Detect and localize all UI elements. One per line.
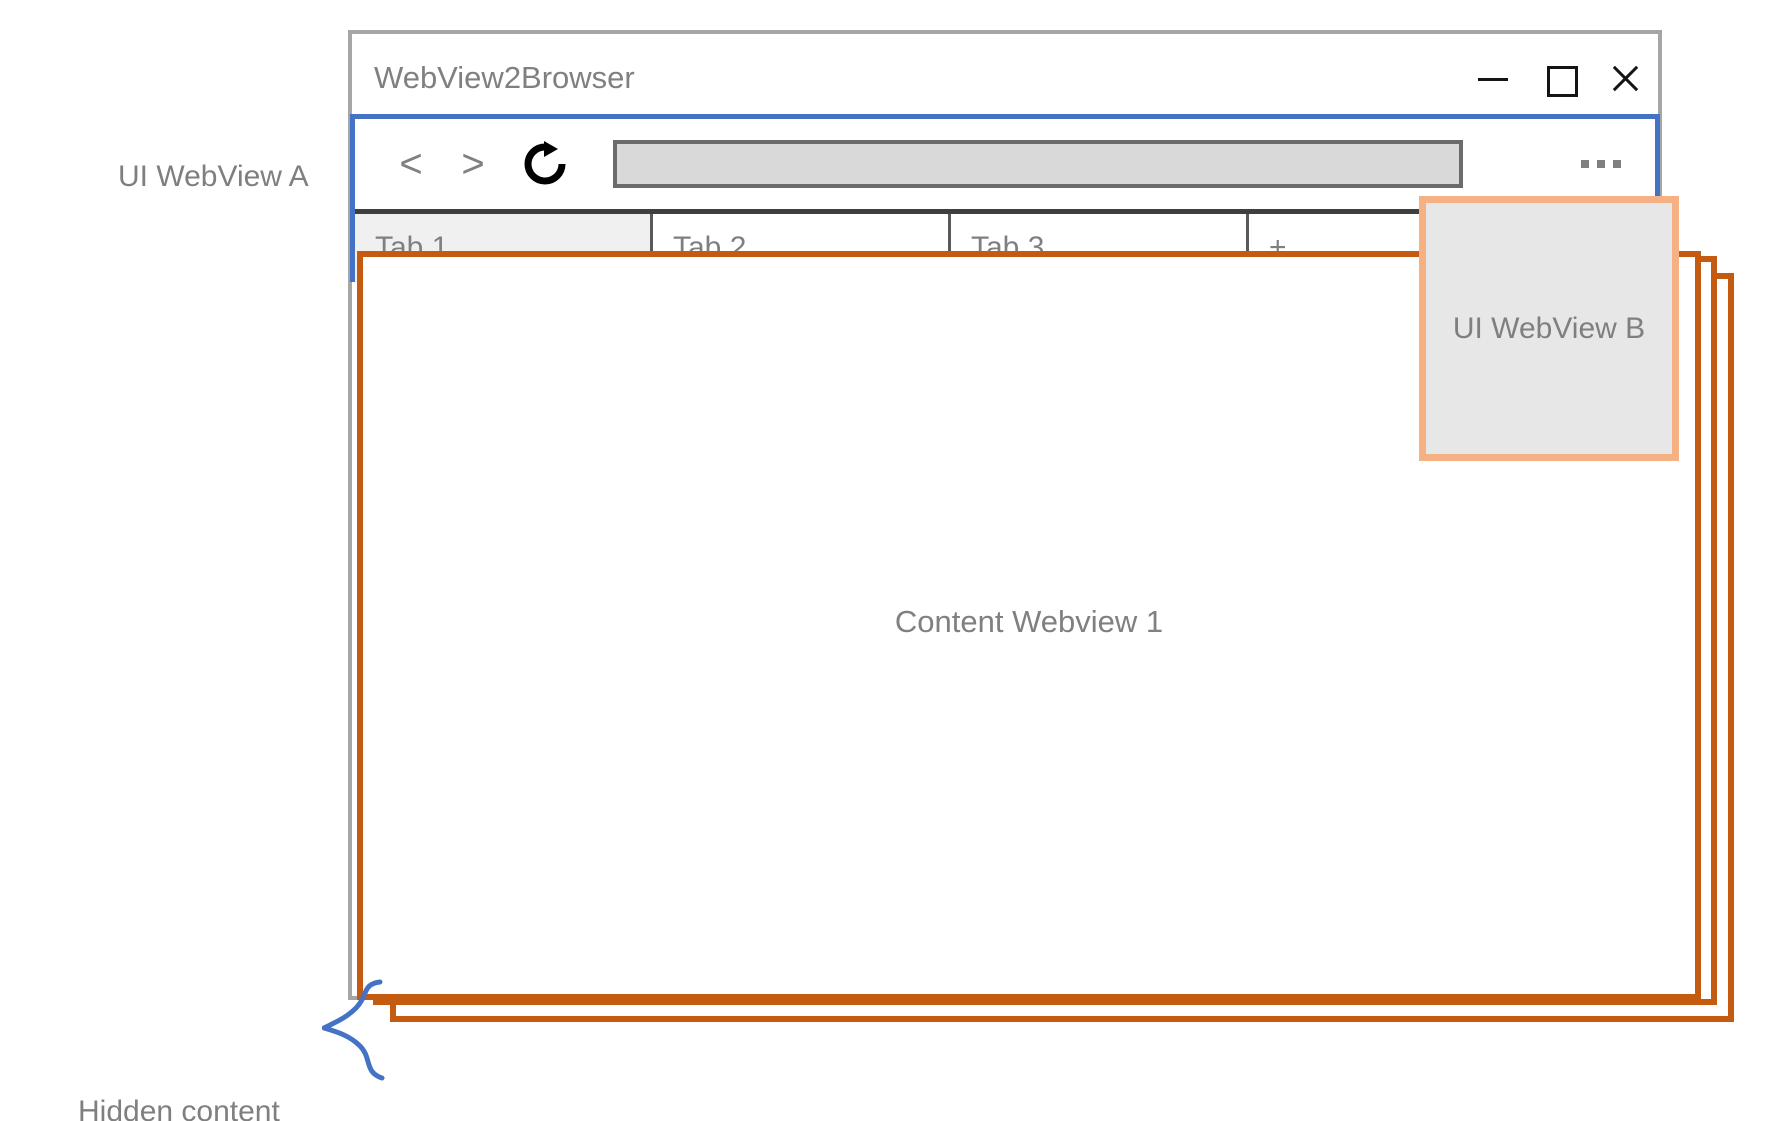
browser-toolbar: < > bbox=[355, 119, 1655, 209]
ui-webview-b: UI WebView B bbox=[1419, 196, 1679, 461]
ellipsis-dot bbox=[1613, 160, 1621, 168]
address-input[interactable] bbox=[617, 144, 1459, 184]
ellipsis-icon[interactable] bbox=[1581, 160, 1621, 168]
curly-brace-icon bbox=[322, 979, 385, 1081]
page-title: WebView2Browser bbox=[374, 60, 635, 95]
forward-icon[interactable]: > bbox=[461, 142, 485, 186]
annotation-hidden-content: Hidden content WebViews 2 & 3 bbox=[78, 999, 297, 1121]
annotation-ui-webview-a: UI WebView A bbox=[118, 160, 309, 193]
ellipsis-dot bbox=[1581, 160, 1589, 168]
title-bar: WebView2Browser bbox=[352, 34, 1658, 122]
ellipsis-dot bbox=[1597, 160, 1605, 168]
refresh-glyph bbox=[524, 141, 566, 185]
ui-webview-b-label: UI WebView B bbox=[1452, 311, 1646, 345]
minimize-icon[interactable] bbox=[1478, 63, 1508, 93]
close-icon[interactable] bbox=[1610, 63, 1640, 93]
address-bar[interactable] bbox=[613, 140, 1463, 188]
back-icon[interactable]: < bbox=[399, 142, 423, 186]
window-controls bbox=[1478, 34, 1640, 122]
content-webview-1-label: Content Webview 1 bbox=[894, 603, 1164, 639]
maximize-icon[interactable] bbox=[1544, 63, 1578, 97]
annotation-hidden-line-1: Hidden content bbox=[78, 1095, 280, 1121]
refresh-icon[interactable] bbox=[519, 138, 571, 190]
